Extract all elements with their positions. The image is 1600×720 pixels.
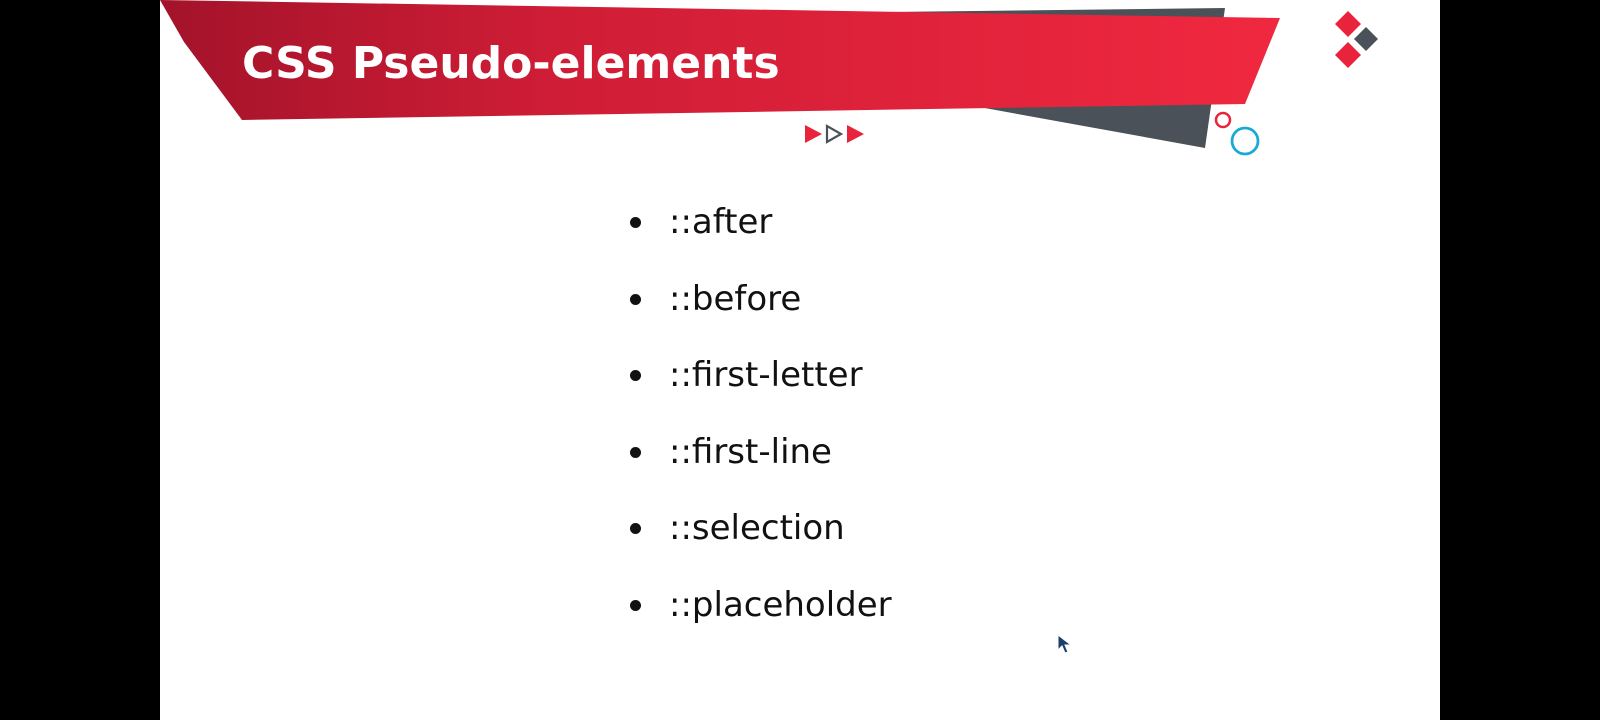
- bullet-dot-icon: [630, 446, 641, 458]
- triple-arrow-icon: [805, 124, 864, 144]
- header-red-banner: [160, 0, 1280, 120]
- bullet-dot-icon: [630, 293, 641, 305]
- slide-decoration: [160, 0, 1378, 156]
- bullet-dot-icon: [630, 370, 641, 382]
- list-item: ::before: [630, 277, 892, 354]
- bullet-dot-icon: [630, 523, 641, 535]
- list-item: ::first-letter: [630, 353, 892, 430]
- bullet-text: ::before: [669, 278, 802, 319]
- bullet-text: ::first-line: [669, 431, 832, 472]
- bullet-dot-icon: [630, 599, 641, 611]
- mouse-pointer-icon: [1057, 634, 1073, 654]
- list-item: ::placeholder: [630, 583, 892, 660]
- bullet-text: ::selection: [669, 508, 845, 549]
- slide-title: CSS Pseudo-elements: [242, 38, 780, 89]
- presentation-slide: CSS Pseudo-elements ::after ::before ::f…: [160, 0, 1440, 720]
- list-item: ::selection: [630, 506, 892, 583]
- circle-rings-icon: [1214, 111, 1260, 156]
- list-item: ::after: [630, 200, 892, 277]
- diamond-logo-icon: [1335, 11, 1378, 68]
- bullet-list: ::after ::before ::first-letter ::first-…: [630, 200, 892, 660]
- bullet-text: ::first-letter: [669, 355, 863, 396]
- bullet-dot-icon: [630, 217, 641, 228]
- bullet-text: ::placeholder: [669, 584, 892, 625]
- bullet-text: ::after: [669, 202, 773, 242]
- list-item: ::first-line: [630, 430, 892, 507]
